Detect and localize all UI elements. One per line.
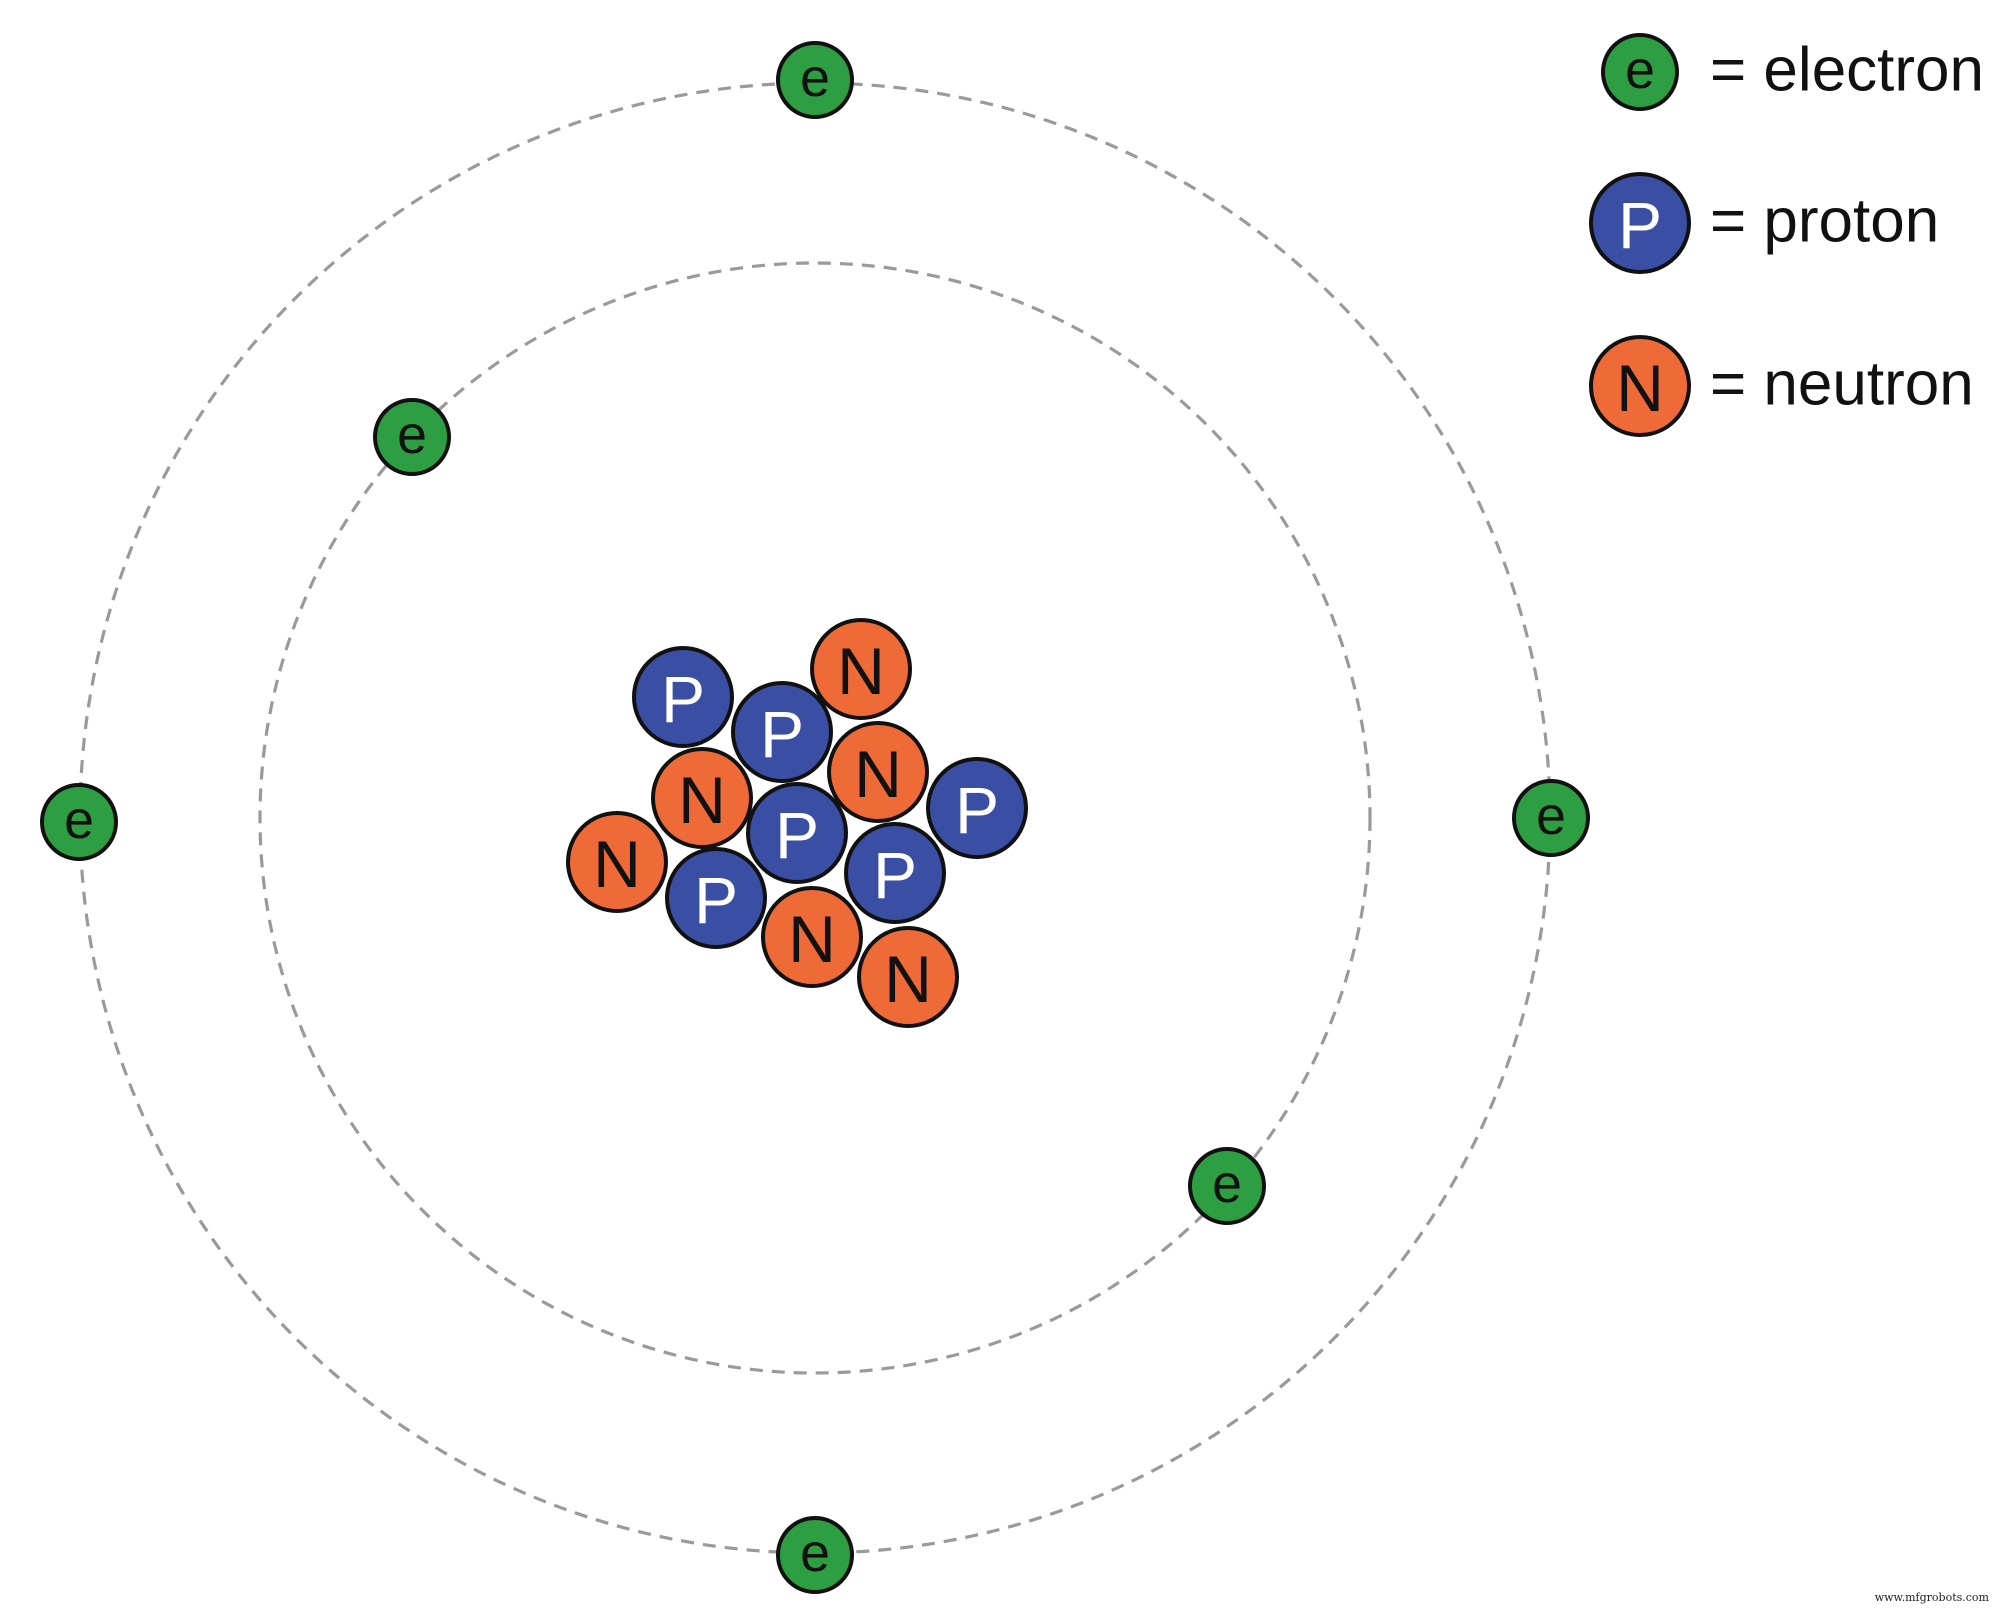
legend-label-electron: = electron (1710, 36, 1984, 105)
proton-particle: P (632, 646, 734, 748)
neutron-particle: N (651, 747, 753, 849)
neutron-particle: N (761, 886, 863, 988)
proton-circle (731, 681, 833, 783)
proton-particle: P (746, 782, 848, 884)
neutron-circle (810, 618, 912, 720)
proton-circle (746, 782, 848, 884)
legend-item-proton: P = proton (1589, 172, 1939, 274)
electron-circle (1512, 779, 1590, 857)
proton-symbol: P (694, 864, 738, 938)
electron-symbol: e (64, 790, 94, 850)
neutron-circle (566, 811, 668, 913)
neutron-symbol: N (678, 764, 726, 838)
neutron-particle: N (810, 618, 912, 720)
electron-circle (373, 398, 451, 476)
electron-particle: e (776, 41, 854, 119)
proton-circle (844, 822, 946, 924)
neutron-circle (761, 886, 863, 988)
proton-symbol: P (775, 799, 819, 873)
proton-circle (926, 757, 1028, 859)
proton-symbol: P (760, 698, 804, 772)
neutron-symbol: N (854, 738, 902, 812)
electron-symbol: e (1536, 786, 1566, 846)
proton-circle (665, 847, 767, 949)
neutron-particle: N (857, 926, 959, 1028)
legend-item-electron: e = electron (1601, 33, 1984, 111)
electron-particle: e (373, 398, 451, 476)
electron-circle (776, 1516, 854, 1594)
electron-group: e e e e e e (40, 41, 1590, 1594)
proton-particle: P (731, 681, 833, 783)
electron-particle: e (1512, 779, 1590, 857)
neutron-circle (1589, 335, 1691, 437)
legend-item-neutron: N = neutron (1589, 335, 1974, 437)
neutron-symbol: N (788, 903, 836, 977)
proton-symbol: P (873, 839, 917, 913)
legend-label-proton: = proton (1710, 187, 1939, 256)
neutron-circle (857, 926, 959, 1028)
proton-particle: P (665, 847, 767, 949)
electron-circle (1601, 33, 1679, 111)
neutron-symbol: N (837, 635, 885, 709)
legend-proton-icon: P (1589, 172, 1691, 274)
watermark: www.mfgrobots.com (1874, 1591, 1989, 1604)
neutron-particle: N (827, 721, 929, 823)
proton-circle (632, 646, 734, 748)
neutron-circle (827, 721, 929, 823)
electron-symbol: e (397, 405, 427, 465)
neutron-symbol: N (884, 943, 932, 1017)
legend-neutron-icon: N (1589, 335, 1691, 437)
legend-electron-icon: e (1601, 33, 1679, 111)
electron-symbol: e (1625, 40, 1655, 100)
electron-circle (1188, 1147, 1266, 1225)
proton-symbol: P (1618, 189, 1662, 263)
neutron-circle (651, 747, 753, 849)
electron-circle (40, 783, 118, 861)
proton-particle: P (926, 757, 1028, 859)
electron-particle: e (776, 1516, 854, 1594)
proton-particle: P (844, 822, 946, 924)
electron-particle: e (40, 783, 118, 861)
electron-symbol: e (1212, 1154, 1242, 1214)
proton-circle (1589, 172, 1691, 274)
legend-label-neutron: = neutron (1710, 350, 1974, 419)
neutron-symbol: N (593, 828, 641, 902)
electron-circle (776, 41, 854, 119)
electron-particle: e (1188, 1147, 1266, 1225)
proton-symbol: P (955, 774, 999, 848)
electron-symbol: e (800, 48, 830, 108)
inner-orbit (258, 261, 1372, 1375)
neutron-particle: N (566, 811, 668, 913)
neutron-symbol: N (1616, 352, 1664, 426)
proton-symbol: P (661, 663, 705, 737)
electron-symbol: e (800, 1523, 830, 1583)
